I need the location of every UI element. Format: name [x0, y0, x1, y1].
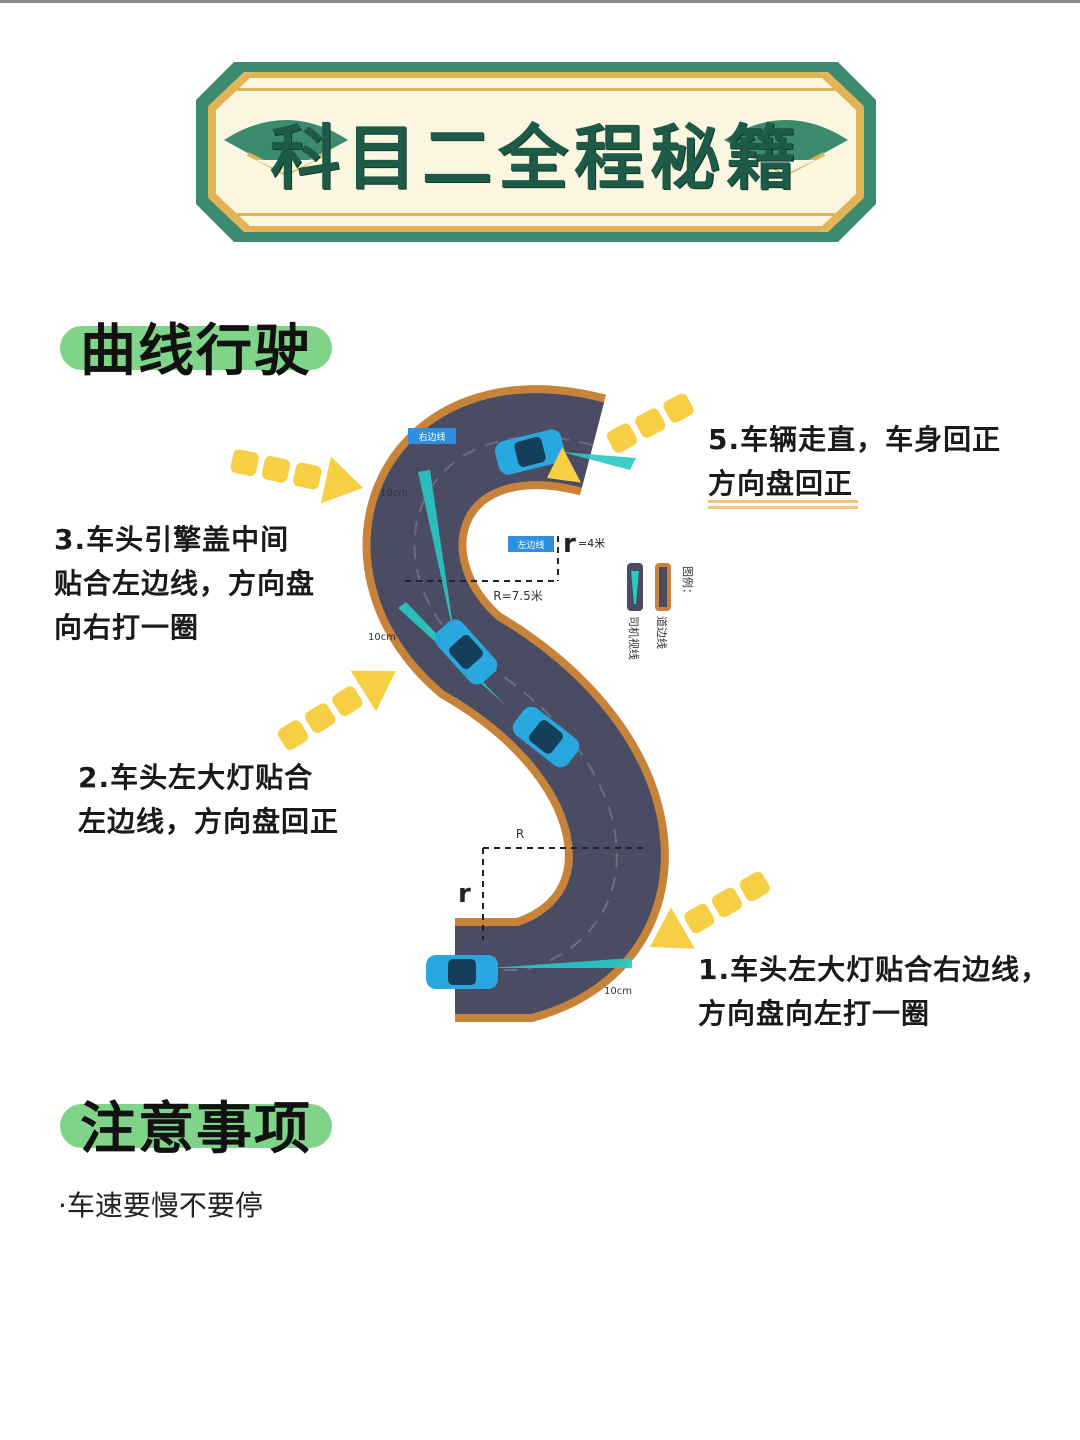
page-title: 科目二全程秘籍	[270, 115, 802, 199]
heading-highlight	[60, 1104, 332, 1148]
legend-edge-label: 道边线	[655, 616, 669, 649]
arrow-icon-step1	[649, 871, 770, 949]
step-1-line1: 1.车头左大灯贴合右边线，	[698, 953, 1050, 986]
step-2-line1: 2.车头左大灯贴合	[78, 761, 314, 794]
step-5-underline	[708, 500, 858, 509]
step-3-text: 3.车头引擎盖中间 贴合左边线，方向盘 向右打一圈	[54, 518, 315, 650]
section-title: 注意事项	[80, 1097, 312, 1162]
note-item: ·车速要慢不要停	[58, 1189, 263, 1222]
car-icon-lower	[512, 706, 580, 768]
radius-guides	[405, 536, 645, 940]
radius-small-symbol: r	[563, 529, 576, 559]
arrow-icon-step5	[546, 393, 694, 483]
right-edge-tag	[408, 428, 456, 444]
step-2-line2: 左边线，方向盘回正	[78, 805, 340, 838]
section-title: 曲线行驶	[80, 319, 312, 384]
step-1-line2: 方向盘向左打一圈	[698, 997, 931, 1030]
car-icon-middle	[434, 619, 498, 685]
measure-top: 10cm	[380, 488, 408, 499]
left-edge-tag-text: 左边线	[517, 539, 544, 551]
title-banner: 科目二全程秘籍	[196, 62, 876, 242]
step-5-line2: 方向盘回正	[708, 467, 854, 500]
car-icon-top	[495, 429, 565, 475]
step-5-line1: 5.车辆走直，车身回正	[708, 423, 1002, 456]
measure-bottom: 10cm	[604, 986, 632, 997]
step-1-text: 1.车头左大灯贴合右边线， 方向盘向左打一圈	[698, 948, 1049, 1036]
s-road	[362, 385, 669, 1022]
radius-big-label: R=7.5米	[493, 589, 542, 603]
legend-sightline-label: 司机视线	[627, 616, 641, 660]
heading-highlight	[60, 326, 332, 370]
right-edge-tag-text: 右边线	[418, 431, 445, 443]
step-3-line2: 贴合左边线，方向盘	[54, 567, 316, 600]
radius-r-label: r	[458, 879, 471, 909]
legend-title: 图例：	[681, 566, 695, 599]
step-5-text: 5.车辆走直，车身回正 方向盘回正	[708, 418, 1001, 506]
fan-left-icon	[224, 120, 348, 177]
radius-small-value: =4米	[578, 537, 605, 550]
fan-right-icon	[724, 120, 848, 177]
arrow-icon-step3	[230, 449, 364, 504]
car-icon-bottom	[426, 955, 498, 989]
diagram-legend: 司机视线 道边线 图例：	[627, 563, 695, 660]
radius-R-label: R	[516, 827, 524, 841]
step-3-line1: 3.车头引擎盖中间	[54, 523, 290, 556]
measure-middle: 10cm	[368, 632, 396, 643]
arrow-icon-step2	[277, 670, 396, 750]
banner-frame	[196, 62, 876, 242]
top-border	[0, 0, 1080, 3]
left-edge-tag	[508, 536, 554, 552]
step-2-text: 2.车头左大灯贴合 左边线，方向盘回正	[78, 756, 339, 844]
step-3-line3: 向右打一圈	[54, 611, 200, 644]
